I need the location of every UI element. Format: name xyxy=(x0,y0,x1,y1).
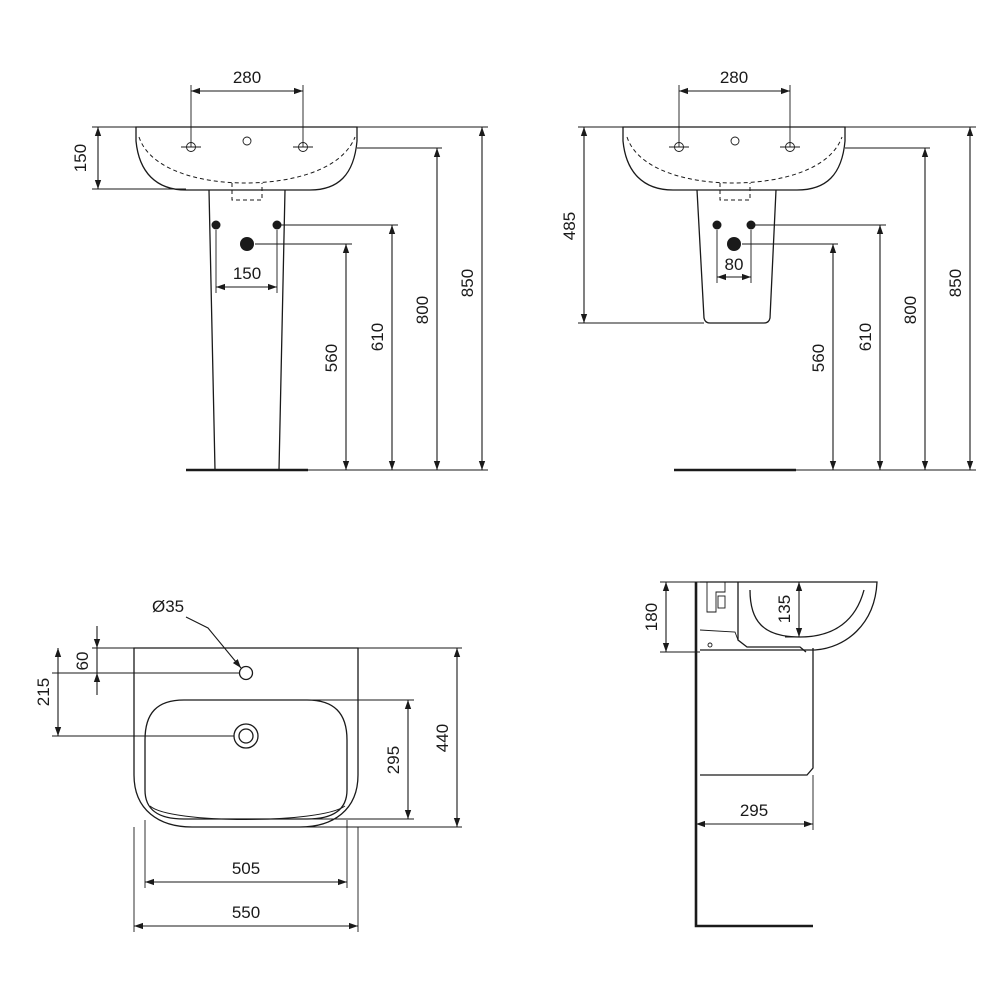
front-pedestal-view: 280 150 150 560 610 800 850 xyxy=(71,68,488,472)
dim-tap-spacing-label: 280 xyxy=(720,68,748,87)
dim-fixing-height-label: 610 xyxy=(856,323,875,351)
dim-tap-hole-diameter-label: Ø35 xyxy=(152,597,184,616)
semi-pedestal-outline xyxy=(696,189,777,324)
dim-overall-width-label: 550 xyxy=(232,903,260,922)
waste-point xyxy=(240,237,254,251)
basin-inner-dashed xyxy=(138,136,356,184)
dim-tap-hole-offset-label: 60 xyxy=(73,652,92,671)
overflow-hole xyxy=(242,136,252,146)
dim-bowl-width-label: 505 xyxy=(232,859,260,878)
basin-outline xyxy=(622,126,846,191)
fixing-point-left xyxy=(712,220,722,230)
bowl-side-inner xyxy=(737,582,807,653)
bowl-outline-plan xyxy=(144,699,348,820)
fixing-point-right xyxy=(272,220,282,230)
dim-tap-spacing-label: 280 xyxy=(233,68,261,87)
dim-semi-pedestal-drop-label: 485 xyxy=(560,212,579,240)
pedestal-outline xyxy=(208,189,286,471)
tap-hole xyxy=(238,665,254,681)
dim-fixing-spacing-label: 80 xyxy=(725,255,744,274)
dim-overall-height-label: 850 xyxy=(458,269,477,297)
dim-semi-pedestal-depth-label: 295 xyxy=(740,801,768,820)
fixing-point-left xyxy=(211,220,221,230)
screw-hole xyxy=(707,642,713,648)
waste-outlet-dashed xyxy=(719,183,751,201)
trap-outline xyxy=(699,629,739,641)
side-view: 180 135 295 xyxy=(642,581,878,928)
dim-bowl-height-label: 135 xyxy=(775,595,794,623)
bowl-rim-line xyxy=(149,805,346,820)
dim-basin-height-label: 180 xyxy=(642,603,661,631)
dim-waste-height-label: 560 xyxy=(322,344,341,372)
dim-rim-height-label: 800 xyxy=(901,296,920,324)
waste-outlet-dashed xyxy=(231,183,263,201)
dim-fixing-height-label: 610 xyxy=(368,323,387,351)
basin-outline-plan xyxy=(133,647,359,828)
wall-line xyxy=(694,582,813,928)
dim-bowl-depth-label: 295 xyxy=(384,746,403,774)
semi-pedestal-side xyxy=(700,648,814,776)
dim-waste-height-label: 560 xyxy=(809,344,828,372)
dim-overall-depth-label: 440 xyxy=(433,724,452,752)
bracket-fixing xyxy=(717,595,726,609)
waste-outlet xyxy=(233,723,259,749)
dim-overall-height-label: 850 xyxy=(946,269,965,297)
overflow-hole xyxy=(730,136,740,146)
wall-bracket xyxy=(706,582,726,613)
basin-side-outline xyxy=(700,581,878,651)
dim-basin-depth-label: 150 xyxy=(71,144,90,172)
basin-outline xyxy=(135,126,358,191)
dim-rim-height-label: 800 xyxy=(413,296,432,324)
dim-waste-offset-label: 215 xyxy=(34,678,53,706)
diameter-leader xyxy=(185,616,242,669)
waste-point xyxy=(727,237,741,251)
basin-inner-dashed xyxy=(626,136,843,184)
dim-fixing-spacing-label: 150 xyxy=(233,264,261,283)
fixing-point-right xyxy=(746,220,756,230)
bowl-side-curve xyxy=(749,589,865,638)
front-semi-pedestal-view: 280 485 80 560 610 800 850 xyxy=(560,68,976,472)
plan-view: Ø35 60 215 295 440 505 550 xyxy=(34,597,462,932)
